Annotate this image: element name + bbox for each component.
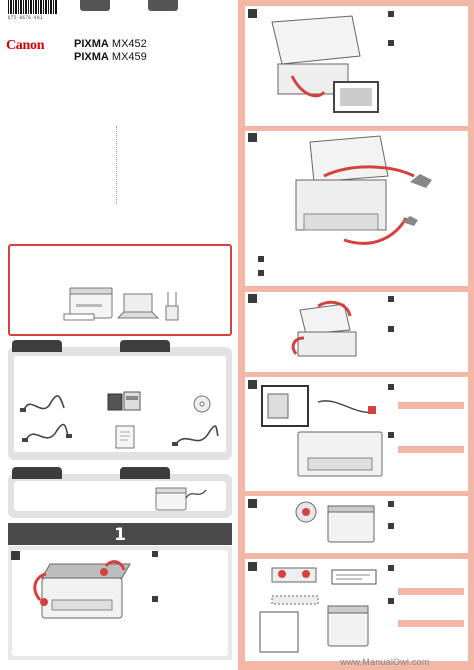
step-marker (248, 9, 257, 18)
barcode-number: QT5-0676-V01 (8, 15, 43, 20)
step-marker (248, 562, 257, 571)
step-marker (248, 499, 257, 508)
dotted-divider (116, 126, 117, 204)
substep-marker (152, 551, 158, 557)
note-strip (398, 446, 464, 453)
optional-items-panel (8, 474, 232, 518)
substep-marker (388, 384, 394, 390)
remove-tape-illustration (295, 135, 432, 245)
top-tab-right (148, 0, 178, 11)
panel-tab-right-2 (120, 467, 170, 479)
panel-tab-left (12, 340, 62, 352)
substep-marker (388, 501, 394, 507)
model-name-2: PIXMA MX459 (74, 51, 147, 63)
substep-marker (388, 296, 394, 302)
phone-cable-illustration (172, 425, 219, 446)
substep-marker (388, 40, 394, 46)
substep-marker (388, 11, 394, 17)
connection-illustration (63, 287, 179, 321)
connection-overview-box (8, 244, 232, 336)
model-series: PIXMA (74, 38, 109, 50)
panel-tab-left-2 (12, 467, 62, 479)
brand-logo: Canon (6, 38, 45, 53)
manuals-illustration (115, 425, 135, 449)
step-marker (248, 133, 257, 142)
connect-cable-illustration (261, 385, 383, 477)
laptop-illustration (116, 293, 160, 319)
power-on-illustration (295, 501, 375, 543)
usb-cable-illustration (22, 423, 72, 442)
substep-marker (258, 256, 264, 262)
top-tab-left (80, 0, 110, 11)
substep-marker (388, 565, 394, 571)
scanner-lid-illustration (271, 15, 379, 113)
panel-tab-right (120, 340, 170, 352)
substep-marker (388, 598, 394, 604)
language-setup-illustration (259, 567, 377, 653)
open-scanner-illustration (33, 560, 131, 619)
model-number: MX452 (111, 38, 147, 50)
substep-marker (152, 596, 158, 602)
step-marker (11, 551, 20, 560)
step-number: 1 (114, 525, 126, 545)
model-series: PIXMA (74, 51, 109, 63)
substep-marker (388, 432, 394, 438)
printer-illustration (63, 287, 113, 321)
note-strip (398, 588, 464, 595)
printer-phone-illustration (155, 487, 207, 511)
step-marker (248, 294, 257, 303)
model-name-1: PIXMA MX452 (74, 38, 147, 50)
substep-marker (388, 326, 394, 332)
ink-cartridges-illustration (107, 391, 141, 411)
substep-marker (258, 270, 264, 276)
model-number: MX459 (111, 51, 147, 63)
note-strip (398, 620, 464, 627)
power-cord-illustration (20, 395, 65, 412)
note-strip (398, 402, 464, 409)
step-marker (248, 380, 257, 389)
watermark-text: www.ManualOwl.com (340, 657, 430, 667)
close-cover-illustration (291, 300, 357, 357)
included-items-illustrations (20, 391, 219, 449)
cd-rom-illustration (193, 395, 211, 413)
barcode (8, 0, 58, 14)
wireless-router-illustration (165, 292, 179, 321)
substep-marker (388, 523, 394, 529)
step-number-bar: 1 (8, 523, 232, 545)
